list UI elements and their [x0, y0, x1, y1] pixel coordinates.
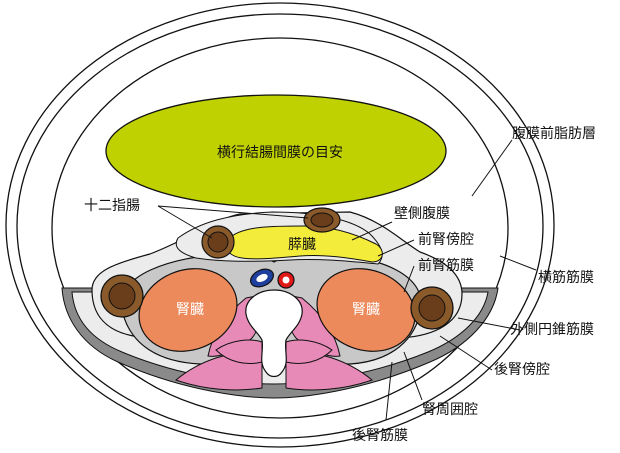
label-pancreas: 膵臓 — [288, 237, 316, 253]
transverse-mesocolon — [105, 94, 447, 208]
kidney-right — [316, 268, 416, 352]
duodenum-upper — [303, 207, 341, 233]
label-parietal-peritoneum: 壁側腹膜 — [394, 205, 450, 222]
label-transversalis-fascia: 横筋筋膜 — [538, 269, 594, 286]
label-duodenum: 十二指腸 — [84, 198, 140, 214]
label-kidney-right: 腎臓 — [352, 302, 380, 318]
label-lateroconal-fascia: 外側円錐筋膜 — [510, 321, 594, 338]
duodenum-lower — [201, 225, 235, 259]
label-anterior-pararenal-space: 前腎傍腔 — [418, 231, 474, 248]
leader-lines — [157, 139, 537, 421]
colon-right — [410, 286, 454, 330]
label-posterior-renal-fascia: 後腎筋膜 — [352, 427, 408, 444]
label-perirenal-space: 腎周囲腔 — [422, 402, 478, 418]
label-transverse-mesocolon: 横行結腸間膜の目安 — [217, 145, 343, 161]
label-kidney-left: 腎臓 — [176, 302, 204, 318]
vertebra — [245, 289, 303, 378]
label-anterior-renal-fascia: 前腎筋膜 — [418, 257, 474, 274]
label-preperitoneal-fat: 腹膜前脂肪層 — [512, 125, 596, 142]
pancreas — [226, 225, 383, 263]
colon-left — [100, 274, 144, 318]
kidney-left — [138, 268, 238, 352]
label-posterior-pararenal-space: 後腎傍腔 — [494, 361, 550, 378]
